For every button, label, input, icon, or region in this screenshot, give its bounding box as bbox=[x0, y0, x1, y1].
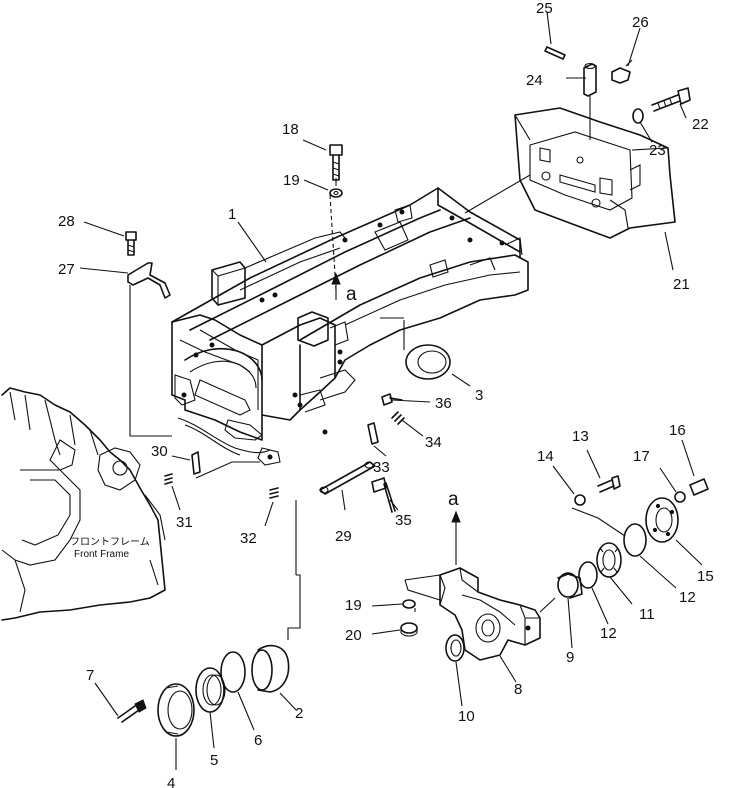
marker-a-top: a bbox=[346, 284, 357, 305]
callout-33: 33 bbox=[373, 459, 390, 476]
callout-36: 36 bbox=[435, 395, 452, 412]
callout-27: 27 bbox=[58, 261, 75, 278]
callout-4: 4 bbox=[167, 775, 175, 788]
callout-3: 3 bbox=[475, 387, 483, 404]
callout-35: 35 bbox=[395, 512, 412, 529]
rear-frame bbox=[171, 187, 529, 466]
callout-25: 25 bbox=[536, 0, 553, 17]
callout-26: 26 bbox=[632, 14, 649, 31]
callout-22: 22 bbox=[692, 116, 709, 133]
callout-7: 7 bbox=[86, 667, 94, 684]
callout-13: 13 bbox=[572, 428, 589, 445]
callout-labels: 1 2 3 4 5 6 7 8 9 10 11 12 12 13 14 15 1… bbox=[58, 0, 714, 788]
callout-2: 2 bbox=[295, 705, 303, 722]
callout-19a: 19 bbox=[283, 172, 300, 189]
callout-20: 20 bbox=[345, 627, 362, 644]
callout-30: 30 bbox=[151, 443, 168, 460]
callout-12b: 12 bbox=[679, 589, 696, 606]
front-frame-label-en: Front Frame bbox=[74, 549, 129, 560]
bearing-set-lower-left bbox=[117, 644, 290, 737]
callout-6: 6 bbox=[254, 732, 262, 749]
callout-10: 10 bbox=[458, 708, 475, 725]
counterweight bbox=[514, 107, 676, 239]
callout-5: 5 bbox=[210, 752, 218, 769]
callout-11: 11 bbox=[639, 606, 655, 623]
marker-a-lower: a bbox=[448, 489, 459, 510]
callout-12a: 12 bbox=[600, 625, 617, 642]
callout-24: 24 bbox=[526, 72, 543, 89]
callout-8: 8 bbox=[514, 681, 522, 698]
pivot-bracket bbox=[439, 567, 541, 661]
fasteners bbox=[125, 46, 709, 637]
front-frame bbox=[1, 387, 166, 621]
callout-14: 14 bbox=[537, 448, 554, 465]
callout-32: 32 bbox=[240, 530, 257, 547]
callout-34: 34 bbox=[425, 434, 442, 451]
callout-31: 31 bbox=[176, 514, 193, 531]
callout-18: 18 bbox=[282, 121, 299, 138]
callout-17: 17 bbox=[633, 448, 650, 465]
callout-16: 16 bbox=[669, 422, 686, 439]
front-frame-label-jp: フロントフレーム bbox=[70, 536, 150, 548]
callout-1: 1 bbox=[228, 206, 236, 223]
callout-15: 15 bbox=[697, 568, 714, 585]
callout-19b: 19 bbox=[345, 597, 362, 614]
bearing-set-right bbox=[445, 497, 679, 662]
callout-28: 28 bbox=[58, 213, 75, 230]
callout-29: 29 bbox=[335, 528, 352, 545]
callout-21: 21 bbox=[673, 276, 690, 293]
bolt-18-head bbox=[329, 144, 343, 156]
callout-9: 9 bbox=[566, 649, 574, 666]
leader-lines bbox=[79, 11, 703, 770]
callout-23: 23 bbox=[649, 142, 666, 159]
